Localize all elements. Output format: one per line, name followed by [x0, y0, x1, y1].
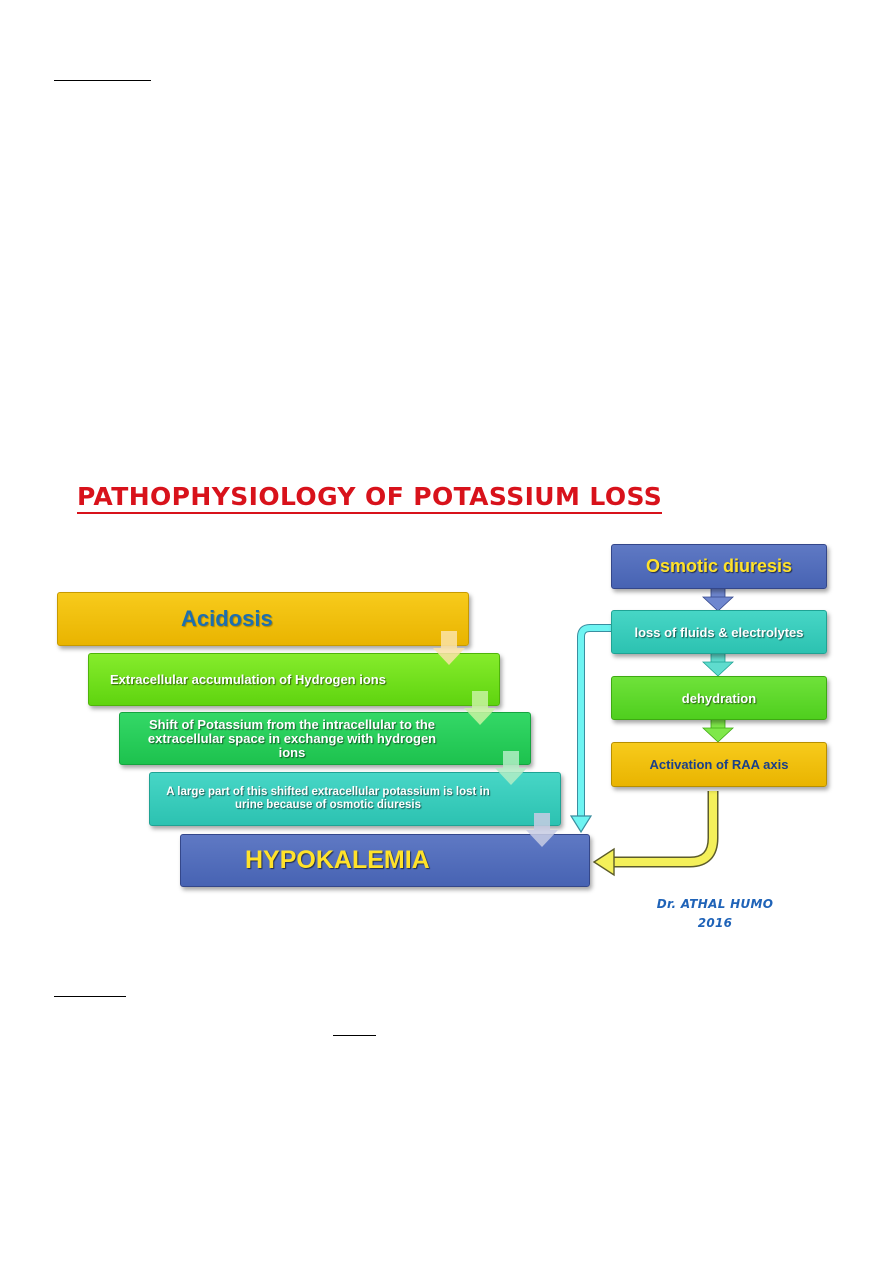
acidosis-label: Acidosis: [181, 606, 273, 631]
loss-connector-arrowhead: [569, 815, 593, 834]
potassium-shift-label: Shift of Potassium from the intracellula…: [147, 716, 437, 760]
hydrogen-accumulation-label: Extracellular accumulation of Hydrogen i…: [110, 672, 386, 687]
raa-connector-arrowhead: [592, 847, 615, 877]
dehydration-label: dehydration: [681, 690, 757, 706]
down-arrow-3: [495, 751, 527, 785]
fluid-loss-box: loss of fluids & electrolytes: [611, 610, 827, 654]
author-name: Dr. ATHAL HUMO: [656, 897, 774, 911]
osmotic-diuresis-label: Osmotic diuresis: [645, 556, 793, 576]
hypokalemia-box: HYPOKALEMIA: [180, 834, 590, 887]
raa-activation-label: Activation of RAA axis: [649, 757, 789, 772]
osmotic-diuresis-box: Osmotic diuresis: [611, 544, 827, 589]
hydrogen-accumulation-box: Extracellular accumulation of Hydrogen i…: [88, 653, 500, 706]
inline-underline: [333, 1035, 376, 1036]
hypokalemia-label: HYPOKALEMIA: [245, 846, 430, 874]
credit-year: 2016: [697, 916, 733, 930]
urinary-loss-box: A large part of this shifted extracellul…: [149, 772, 561, 826]
acidosis-box: Acidosis: [57, 592, 469, 646]
raa-activation-box: Activation of RAA axis: [611, 742, 827, 787]
header-underline: [54, 80, 151, 81]
down-arrow-2: [464, 691, 496, 725]
fluid-loss-label: loss of fluids & electrolytes: [634, 624, 804, 640]
potassium-shift-box: Shift of Potassium from the intracellula…: [119, 712, 531, 765]
urinary-loss-label: A large part of this shifted extracellul…: [166, 786, 490, 811]
dehydration-box: dehydration: [611, 676, 827, 720]
down-arrow-1: [433, 631, 465, 665]
down-arrow-4: [526, 813, 558, 847]
section-underline: [54, 996, 126, 997]
author-credit: Dr. ATHAL HUMO 2016: [640, 895, 790, 933]
diagram-title: PATHOPHYSIOLOGY OF POTASSIUM LOSS: [77, 482, 663, 514]
